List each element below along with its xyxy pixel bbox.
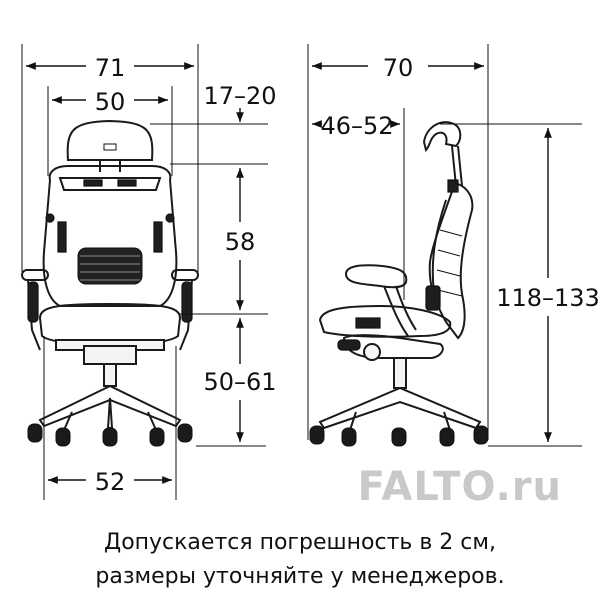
dim-front-back-width: 50 xyxy=(95,88,126,116)
dim-base-width: 52 xyxy=(95,468,126,496)
front-chair-icon xyxy=(21,119,199,447)
dim-back-height: 58 xyxy=(225,228,256,256)
dim-side-total-depth: 70 xyxy=(383,54,414,82)
dim-front-total-width: 71 xyxy=(95,54,126,82)
front-dimension-lines xyxy=(21,44,268,500)
side-dimension-lines xyxy=(307,44,582,447)
tolerance-note-line1: Допускается погрешность в 2 см, xyxy=(104,530,496,555)
dim-total-height-range: 118–133 xyxy=(496,284,600,312)
tolerance-note-line2: размеры уточняйте у менеджеров. xyxy=(95,564,505,589)
dim-headrest-range: 17–20 xyxy=(203,82,276,110)
side-chair-icon xyxy=(309,121,489,447)
brand-logo: FALTO.ru xyxy=(357,464,562,510)
dim-seat-depth-range: 46–52 xyxy=(320,112,393,140)
dim-seat-height-range: 50–61 xyxy=(203,368,276,396)
